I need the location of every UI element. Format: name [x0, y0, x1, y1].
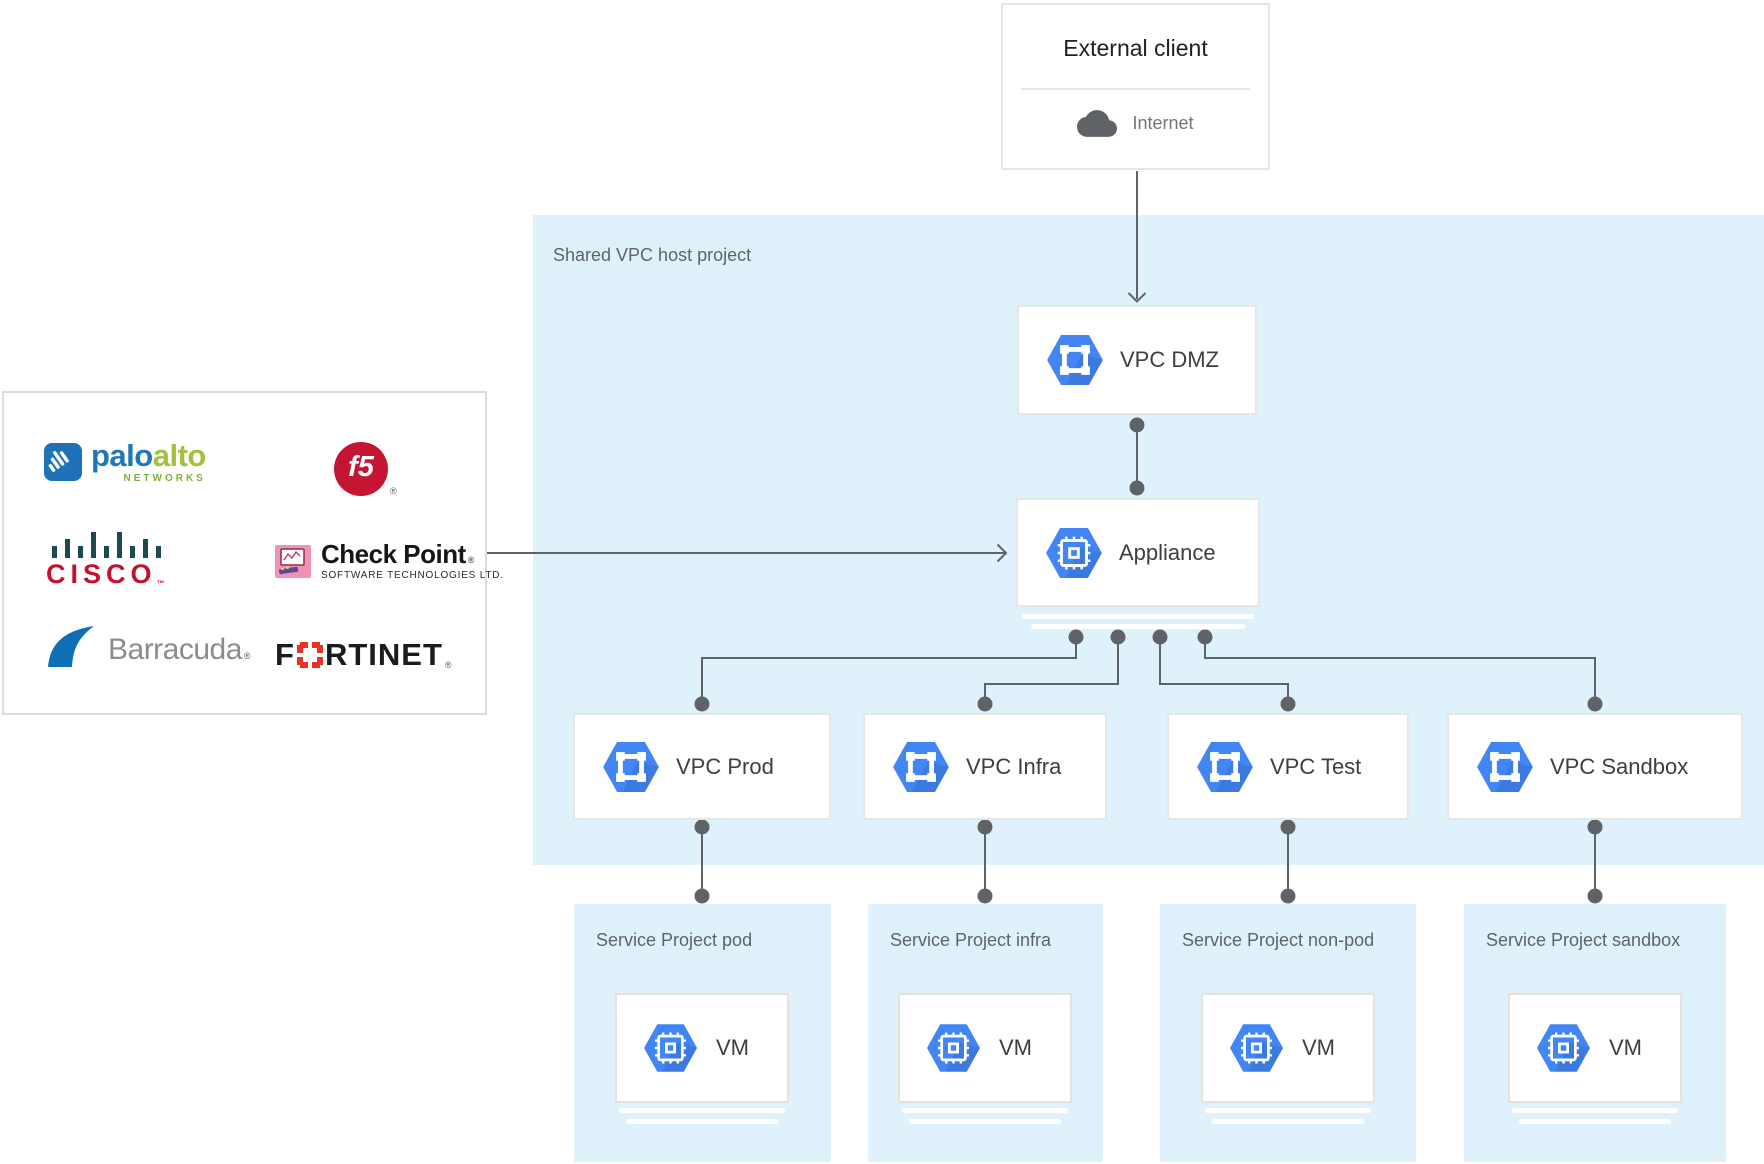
- external-client-title: External client: [1063, 35, 1208, 61]
- chip-icon: [927, 1024, 980, 1072]
- arrowhead-down-icon: [1127, 292, 1147, 303]
- checkpoint-subtitle: SOFTWARE TECHNOLOGIES LTD.: [321, 570, 504, 581]
- checkpoint-icon: [275, 544, 311, 578]
- cisco-text: CISCO: [46, 559, 157, 589]
- checkpoint-registered-mark: ®: [467, 555, 475, 565]
- vpc-network-icon: [1197, 742, 1253, 792]
- f5-logo: f5 ®: [334, 442, 397, 496]
- vm-stack-line: [1212, 1119, 1364, 1124]
- vpc-network-icon: [603, 742, 659, 792]
- vpc-sandbox-label: VPC Sandbox: [1550, 753, 1689, 779]
- fortinet-registered-mark: ®: [444, 660, 452, 670]
- vpc-prod-node: VPC Prod: [573, 713, 831, 820]
- paloalto-word-alto: alto: [152, 438, 207, 473]
- chip-icon: [644, 1024, 697, 1072]
- vm-label: VM: [1302, 1035, 1335, 1060]
- paloalto-word-palo: palo: [91, 438, 153, 473]
- host-project-label: Shared VPC host project: [553, 245, 752, 265]
- vm-stack-line: [626, 1119, 778, 1124]
- appliance-node: Appliance: [1016, 498, 1260, 607]
- barracuda-logo: Barracuda®: [46, 625, 251, 667]
- vm-label: VM: [716, 1035, 749, 1060]
- vpc-dmz-node: VPC DMZ: [1017, 305, 1257, 415]
- arrowhead-right-icon: [996, 543, 1008, 563]
- paloalto-networks-text: NETWORKS: [123, 473, 206, 484]
- f5-icon: f5: [334, 442, 388, 496]
- chip-icon: [1046, 528, 1102, 578]
- f5-registered-mark: ®: [390, 486, 397, 496]
- service-project-sandbox-label: Service Project sandbox: [1486, 930, 1681, 950]
- vpc-dmz-label: VPC DMZ: [1120, 347, 1219, 372]
- checkpoint-logo: Check Point® SOFTWARE TECHNOLOGIES LTD.: [275, 541, 504, 581]
- chip-icon: [1230, 1024, 1283, 1072]
- vm-stack-line: [1205, 1108, 1371, 1113]
- link-appliance-vpc-infra: [984, 637, 1119, 704]
- internet-label: Internet: [1132, 113, 1194, 133]
- vpc-network-icon: [1047, 335, 1103, 385]
- appliance-vendors-box: paloalto NETWORKS f5 ®: [2, 391, 503, 715]
- vpc-prod-label: VPC Prod: [676, 753, 774, 779]
- link-appliance-vpc-prod: [701, 637, 1077, 704]
- chip-icon: [1537, 1024, 1590, 1072]
- checkpoint-name: Check Point: [321, 539, 466, 569]
- divider: [1021, 88, 1250, 90]
- cloud-icon: [1077, 110, 1118, 137]
- vm-stack-line: [909, 1119, 1061, 1124]
- service-project-infra-label: Service Project infra: [890, 930, 1052, 950]
- barracuda-registered-mark: ®: [243, 651, 251, 661]
- fortinet-logo: F RTINET ®: [275, 639, 452, 670]
- link-appliance-vpc-sandbox: [1204, 637, 1596, 704]
- vm-label: VM: [999, 1035, 1032, 1060]
- service-project-non-pod-label: Service Project non-pod: [1182, 930, 1375, 950]
- vm-stack-line: [902, 1108, 1068, 1113]
- vpc-network-icon: [893, 742, 949, 792]
- paloalto-icon: [44, 443, 82, 481]
- vm-stack-line: [619, 1108, 785, 1113]
- link-appliance-vpc-test: [1159, 637, 1289, 704]
- connector-dots: [694, 417, 1603, 904]
- appliance-stack-line: [1022, 614, 1254, 619]
- service-project-pod-label: Service Project pod: [596, 930, 753, 950]
- vm-node: VM: [615, 993, 789, 1103]
- vpc-network-icon: [1477, 742, 1533, 792]
- barracuda-name: Barracuda: [108, 633, 242, 666]
- vm-node: VM: [1508, 993, 1682, 1103]
- vm-label: VM: [1609, 1035, 1642, 1060]
- appliance-label: Appliance: [1119, 539, 1216, 565]
- cisco-bars-icon: [51, 532, 161, 558]
- vpc-test-label: VPC Test: [1270, 753, 1362, 779]
- vm-stack-line: [1519, 1119, 1671, 1124]
- fortinet-letter-f: F: [275, 637, 295, 672]
- fortinet-letters-rtinet: RTINET: [324, 637, 443, 672]
- cisco-logo: CISCO™: [46, 528, 170, 588]
- cisco-trademark: ™: [156, 579, 170, 588]
- f5-text: f5: [348, 451, 374, 483]
- vpc-test-node: VPC Test: [1167, 713, 1409, 820]
- vm-node: VM: [898, 993, 1072, 1103]
- vpc-infra-label: VPC Infra: [966, 753, 1062, 779]
- appliance-stack-line: [1031, 624, 1245, 629]
- paloalto-logo: paloalto NETWORKS: [44, 440, 206, 484]
- fortinet-o-icon: [296, 641, 323, 668]
- external-client-box: External client Internet: [1001, 3, 1270, 170]
- vpc-infra-node: VPC Infra: [863, 713, 1107, 820]
- vpc-sandbox-node: VPC Sandbox: [1447, 713, 1743, 820]
- vm-node: VM: [1201, 993, 1375, 1103]
- barracuda-fin-icon: [48, 626, 94, 667]
- vm-stack-line: [1512, 1108, 1678, 1113]
